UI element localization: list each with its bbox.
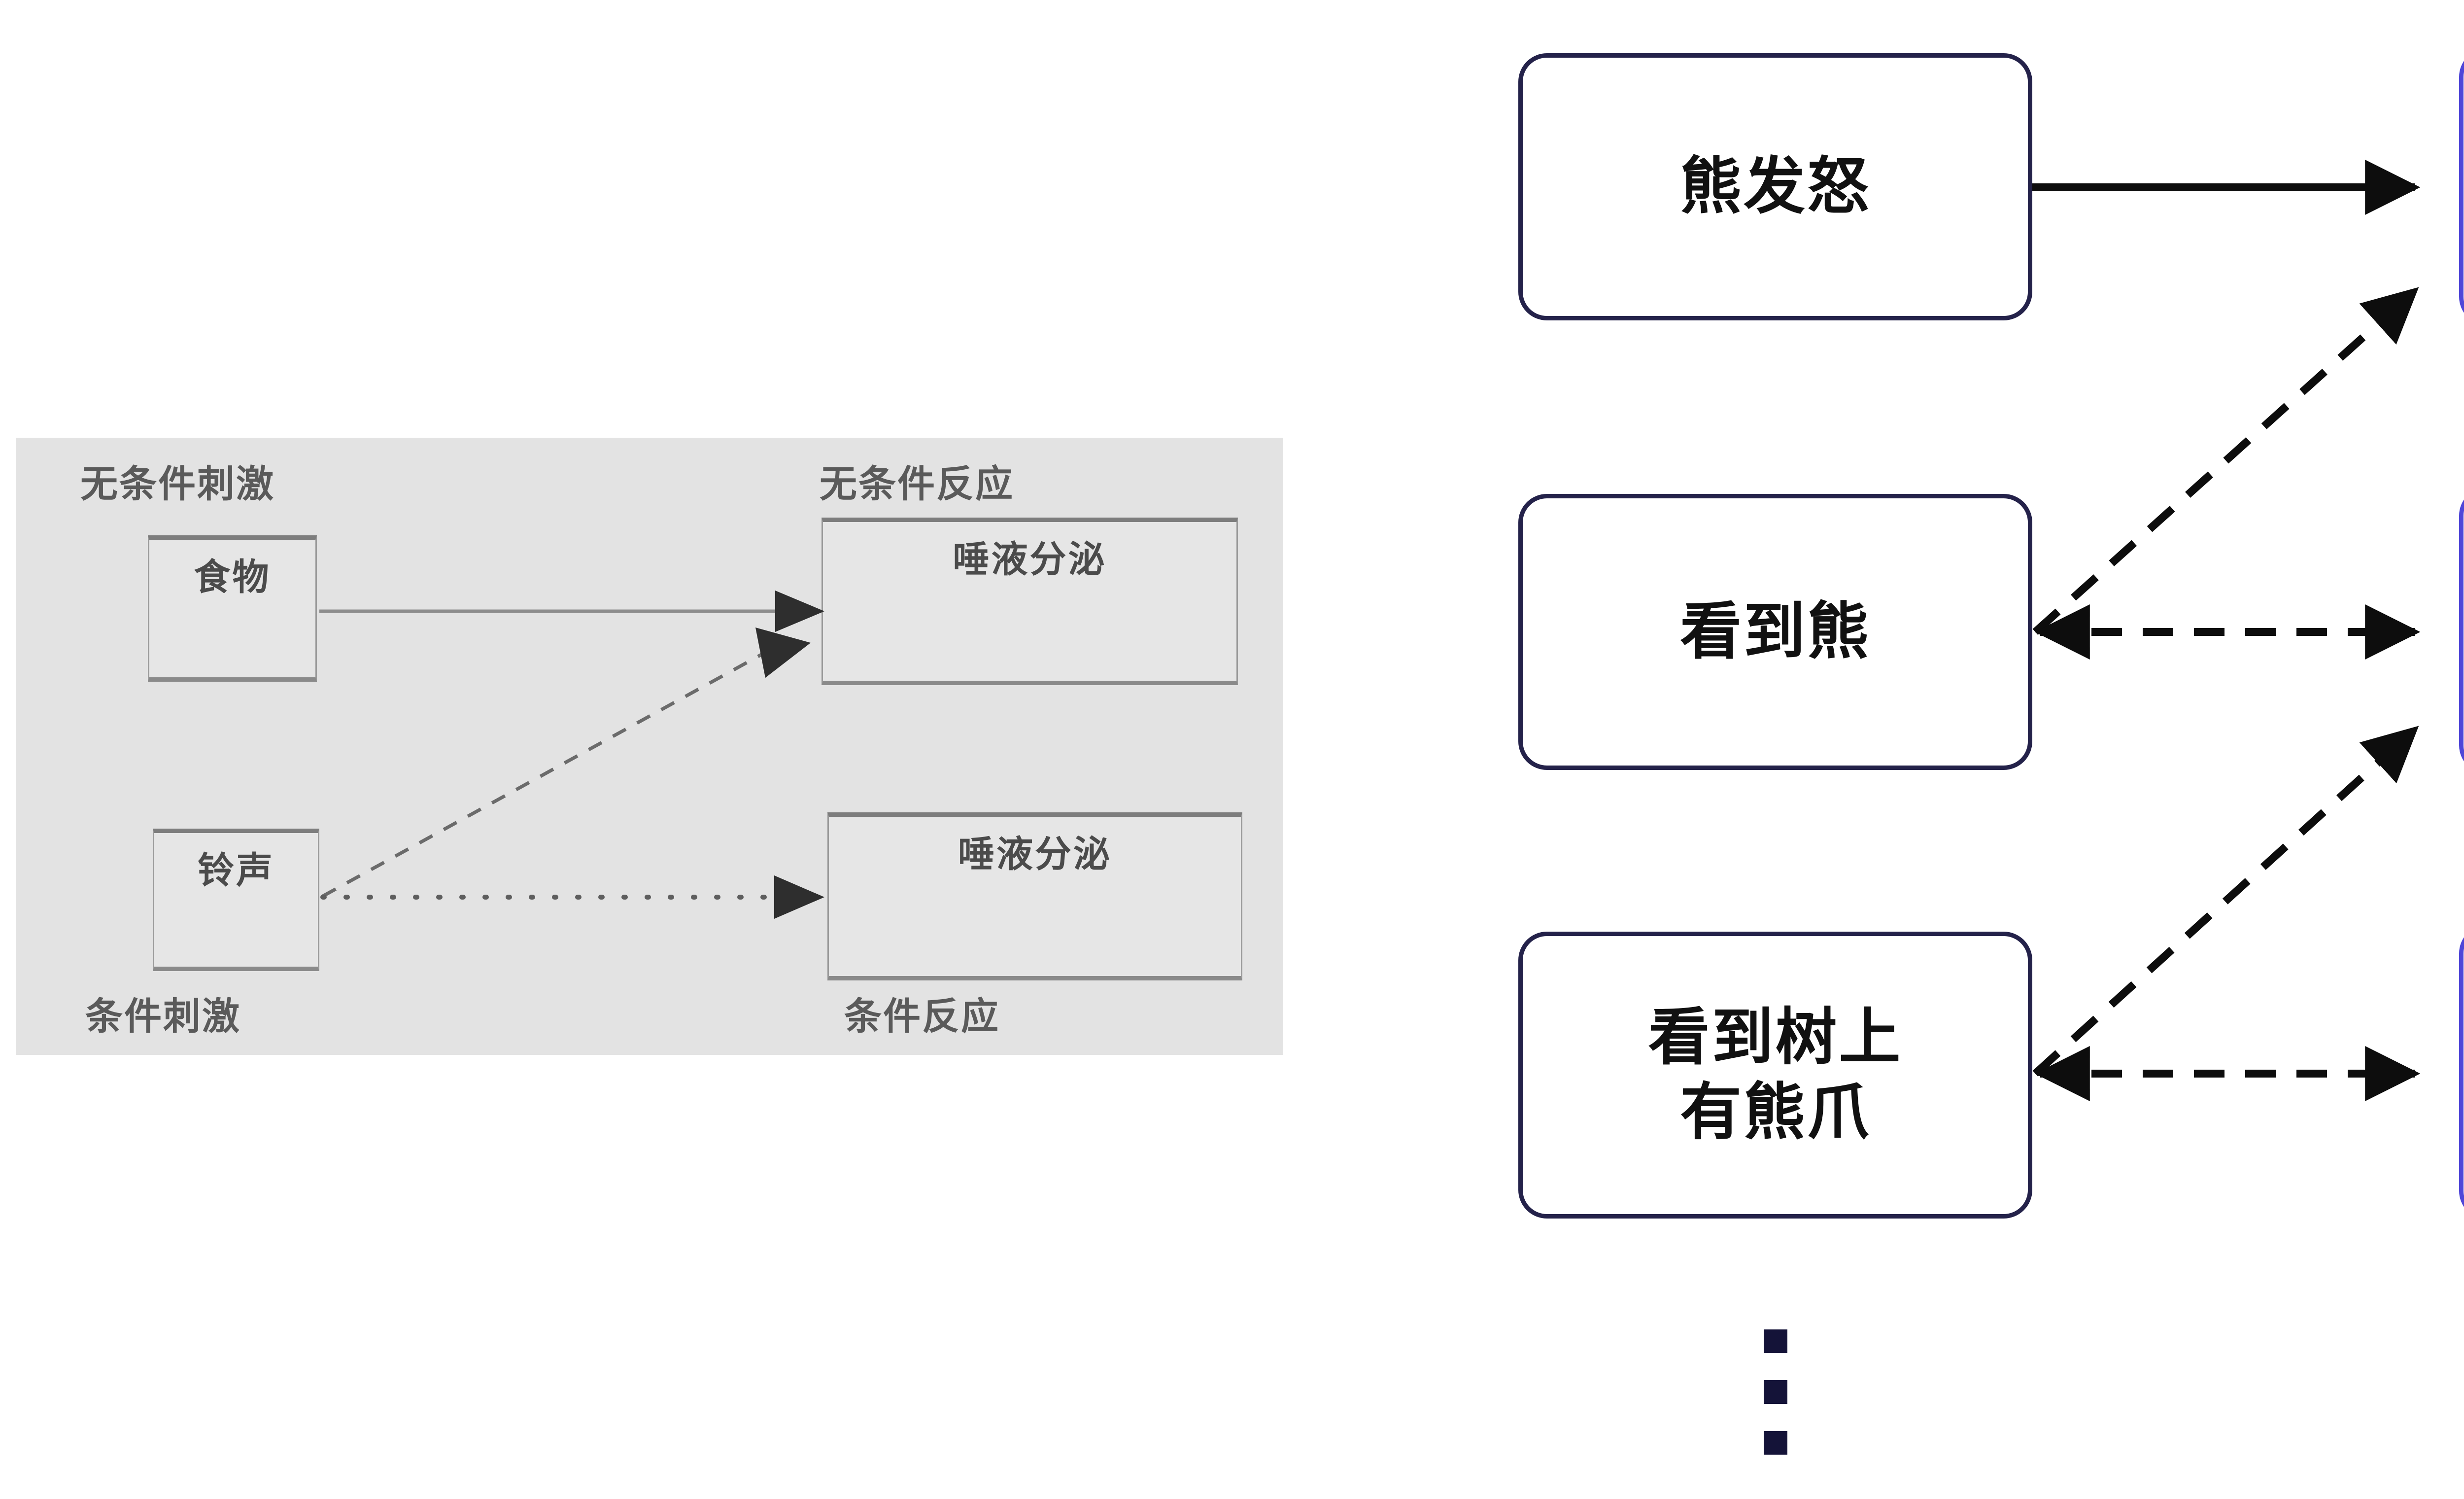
cc-node-bell-label: 铃声 — [198, 849, 274, 892]
ellipsis-dot — [1764, 1329, 1787, 1353]
cc-node-salivation-bottom: 唾液分泌 — [827, 812, 1242, 980]
cc-edge-bell-to-salivation-top — [322, 627, 811, 898]
cc-edge-food-to-salivation — [319, 591, 824, 632]
ellipsis-left-column — [1764, 1329, 1787, 1455]
cc-node-food: 食物 — [148, 535, 317, 682]
rl-node-value-s-prime: V(s′) — [2459, 487, 2464, 774]
rl-node-reward: 奖励 — [2459, 48, 2464, 325]
rl-edge-bear-claw-to-value-s-prime — [2032, 726, 2419, 1077]
label-conditioned-stimulus: 条件刺激 — [85, 994, 241, 1038]
label-unconditioned-stimulus: 无条件刺激 — [80, 462, 275, 506]
cc-node-food-label: 食物 — [194, 556, 271, 598]
cc-node-salivation-top: 唾液分泌 — [821, 518, 1238, 685]
rl-node-bear-angry-label: 熊发怒 — [1680, 150, 1871, 222]
rl-node-bear-claw-on-tree-label: 看到树上 有熊爪 — [1648, 1001, 1903, 1149]
rl-node-bear-angry: 熊发怒 — [1518, 53, 2032, 320]
label-unconditioned-response: 无条件反应 — [820, 462, 1014, 506]
rl-node-see-bear-label: 看到熊 — [1680, 595, 1871, 667]
cc-node-salivation-bottom-label: 唾液分泌 — [958, 833, 1112, 875]
cc-node-salivation-top-label: 唾液分泌 — [953, 538, 1107, 581]
label-conditioned-response: 条件反应 — [844, 994, 1000, 1038]
rl-node-value-s: V(s) — [2459, 925, 2464, 1220]
rl-node-see-bear: 看到熊 — [1518, 494, 2032, 770]
ellipsis-dot — [1764, 1431, 1787, 1455]
classical-conditioning-panel: 无条件刺激 无条件反应 条件刺激 条件反应 食物 铃声 唾液分泌 唾液分泌 — [16, 438, 1283, 1055]
ellipsis-dot — [1764, 1380, 1787, 1404]
cc-node-bell: 铃声 — [153, 829, 319, 971]
cc-edge-bell-to-salivation-bottom — [320, 875, 824, 919]
rl-edge-see-bear-to-reward — [2032, 287, 2419, 635]
cc-connector-layer — [319, 591, 824, 919]
rl-node-bear-claw-on-tree: 看到树上 有熊爪 — [1518, 932, 2032, 1219]
